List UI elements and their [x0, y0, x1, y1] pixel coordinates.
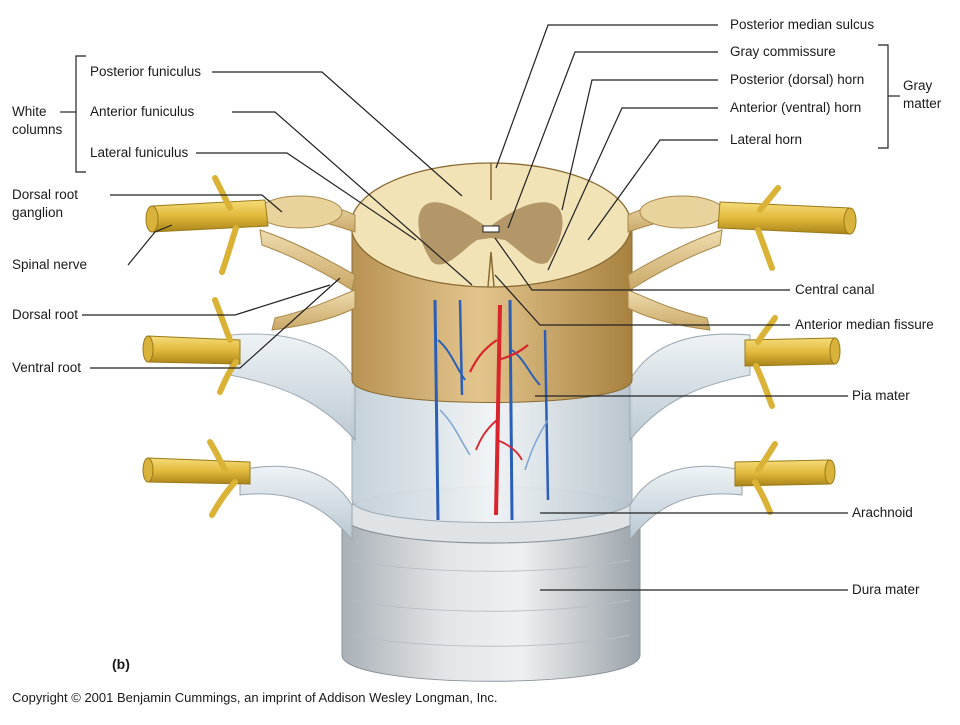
label-gray-matter-line2: matter: [903, 96, 942, 111]
label-posterior-funiculus: Posterior funiculus: [90, 64, 202, 79]
label-spinal-nerve: Spinal nerve: [12, 257, 88, 272]
lower-spinal-nerves: [142, 439, 836, 518]
label-dura-mater: Dura mater: [852, 582, 920, 597]
copyright-notice: Copyright © 2001 Benjamin Cummings, an i…: [12, 690, 498, 705]
label-white-columns-line1: White: [12, 104, 47, 119]
label-anterior-ventral-horn: Anterior (ventral) horn: [730, 100, 862, 115]
leader-lines: [60, 24, 900, 591]
upper-spinal-nerves: [145, 175, 857, 275]
label-dorsal-root-ganglion-line1: Dorsal root: [12, 187, 79, 202]
label-dorsal-root-ganglion-line2: ganglion: [12, 205, 64, 220]
label-pia-mater: Pia mater: [852, 388, 910, 403]
label-dorsal-root: Dorsal root: [12, 307, 79, 322]
label-lateral-horn: Lateral horn: [730, 132, 803, 147]
lower-nerve-sheaths: [239, 465, 743, 542]
label-gray-commissure: Gray commissure: [730, 44, 836, 59]
label-white-columns-line2: columns: [12, 122, 63, 137]
label-lateral-funiculus: Lateral funiculus: [90, 145, 189, 160]
label-ventral-root: Ventral root: [12, 360, 82, 375]
label-central-canal: Central canal: [795, 282, 875, 297]
cord-cross-section: [350, 162, 632, 288]
dorsal-root-ganglia: [257, 195, 725, 229]
label-arachnoid: Arachnoid: [852, 505, 913, 520]
label-posterior-median-sulcus: Posterior median sulcus: [730, 17, 875, 32]
blood-vessels: [433, 299, 550, 521]
label-gray-matter-line1: Gray: [903, 78, 933, 93]
middle-nerve-sheaths: [229, 333, 751, 442]
label-posterior-dorsal-horn: Posterior (dorsal) horn: [730, 72, 865, 87]
label-anterior-funiculus: Anterior funiculus: [90, 104, 195, 119]
label-anterior-median-fissure: Anterior median fissure: [795, 317, 934, 332]
panel-letter: (b): [112, 656, 130, 672]
middle-spinal-nerves: [142, 297, 841, 409]
